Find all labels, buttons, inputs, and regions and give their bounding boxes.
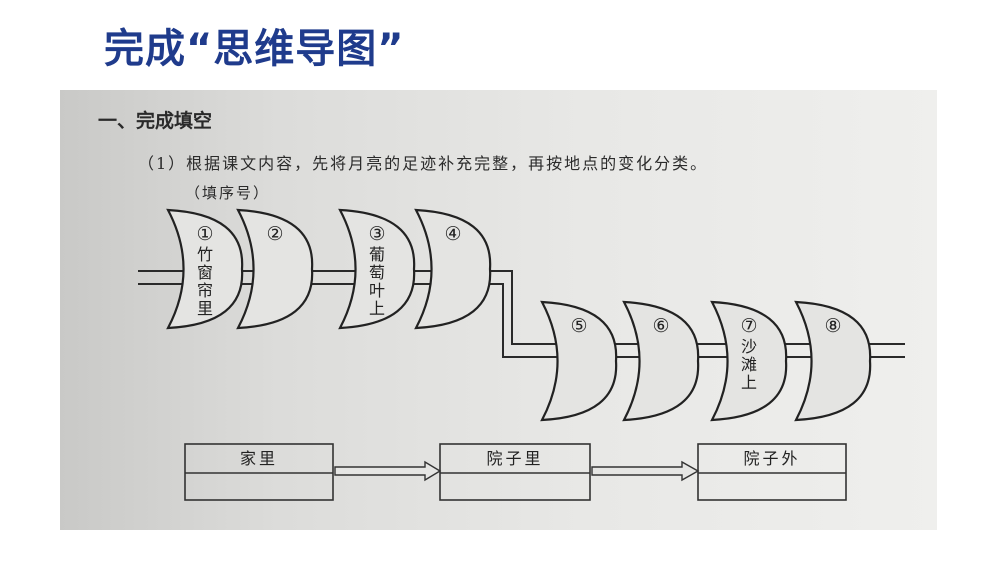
- moon-shape: [710, 300, 788, 422]
- box-label-home: 家里: [240, 449, 278, 468]
- box-outside-frame: [697, 443, 847, 501]
- moon-number: ④: [444, 223, 461, 245]
- moon-shape: [338, 208, 416, 330]
- moon-shape: [540, 300, 618, 422]
- moon-2: ②: [236, 208, 314, 330]
- moon-5: ⑤: [540, 300, 618, 422]
- box-yard-frame: [439, 443, 591, 501]
- moon-shape: [166, 208, 244, 330]
- arrow-icon: [334, 460, 442, 482]
- moon-shape: [414, 208, 492, 330]
- box-label-yard: 院子里: [486, 449, 543, 468]
- moon-number: ⑦: [740, 315, 757, 337]
- section-heading: 一、完成填空: [98, 110, 213, 132]
- box-home-frame: [184, 443, 334, 501]
- box-arrows: [334, 460, 700, 482]
- moon-number: ②: [266, 223, 283, 245]
- box-label-outside: 院子外: [743, 449, 800, 468]
- moon-label-char: 叶: [369, 281, 385, 300]
- question-text: （1）根据课文内容，先将月亮的足迹补充完整，再按地点的变化分类。: [138, 154, 709, 173]
- moon-label-char: 葡: [369, 245, 385, 264]
- moon-8: ⑧: [794, 300, 872, 422]
- arrow-icon: [591, 460, 700, 482]
- moon-label-char: 竹: [197, 245, 213, 264]
- moon-label-char: 帘: [197, 281, 213, 300]
- moon-number: ①: [196, 223, 213, 245]
- moon-label-char: 里: [197, 299, 213, 318]
- moon-shape: [236, 208, 314, 330]
- slide-title: 完成“思维导图”: [104, 26, 405, 72]
- moon-number: ⑧: [824, 315, 841, 337]
- moon-shape: [622, 300, 700, 422]
- hint-text: （填序号）: [185, 184, 271, 202]
- moon-label-char: 上: [741, 373, 757, 392]
- moon-label-char: 上: [369, 299, 385, 318]
- classification-boxes: [184, 443, 847, 501]
- moon-number: ③: [368, 223, 385, 245]
- worksheet-photo: 一、完成填空 （1）根据课文内容，先将月亮的足迹补充完整，再按地点的变化分类。 …: [60, 90, 937, 530]
- moon-label-char: 沙: [741, 337, 757, 356]
- moon-number: ⑥: [652, 315, 669, 337]
- moon-shape: [794, 300, 872, 422]
- moon-label-char: 窗: [197, 263, 213, 282]
- moon-number: ⑤: [570, 315, 587, 337]
- moon-label-char: 滩: [741, 355, 757, 374]
- moon-4: ④: [414, 208, 492, 330]
- moon-label-char: 萄: [369, 263, 385, 282]
- moon-6: ⑥: [622, 300, 700, 422]
